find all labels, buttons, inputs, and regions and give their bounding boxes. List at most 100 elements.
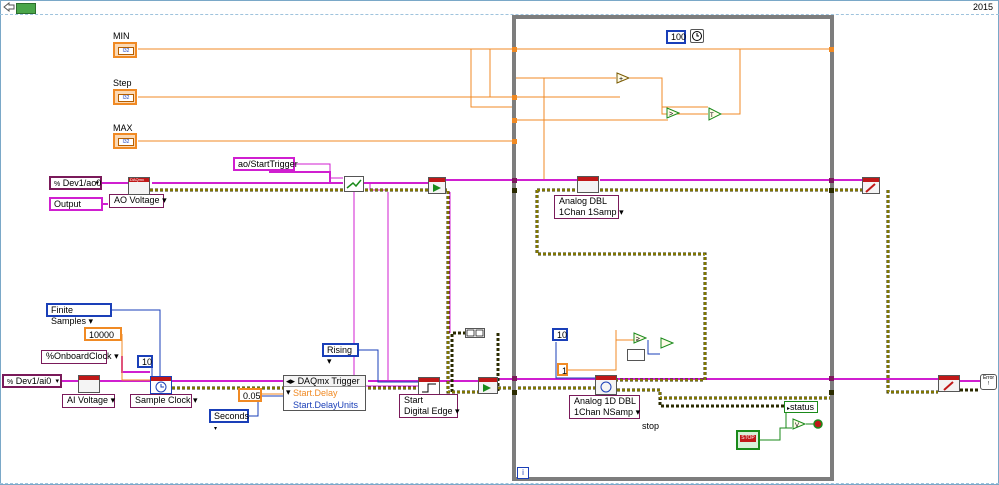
samples-count-constant[interactable]: 10000 — [84, 327, 122, 341]
loop-tunnel — [829, 178, 834, 183]
rising-constant[interactable]: Rising ▾ — [322, 343, 359, 366]
loop-tunnel — [829, 390, 834, 395]
ao-create-channel-node[interactable]: DAQmx — [128, 177, 150, 195]
start-digital-edge-node[interactable] — [418, 377, 440, 395]
loop-tunnel — [512, 376, 517, 381]
clock-icon — [155, 381, 167, 393]
tf-icon: ▸ — [787, 406, 791, 412]
dropdown-arrow-icon: ▾ — [55, 378, 59, 385]
loop-tunnel — [512, 95, 517, 100]
ai-start-task-node[interactable] — [478, 377, 498, 394]
while-loop[interactable] — [512, 15, 834, 481]
ao-channel-constant[interactable]: % Dev1/ao0▾ — [49, 176, 102, 190]
select-function-icon[interactable]: T — [708, 107, 723, 121]
ao-start-trigger-constant[interactable]: ao/StartTrigger — [233, 157, 298, 171]
version-label: 2015 — [972, 2, 993, 12]
svg-text:V: V — [795, 423, 799, 429]
output-constant[interactable]: Output — [49, 197, 103, 211]
dropdown-arrow-icon: ▾ — [95, 180, 99, 187]
or-function-icon[interactable] — [660, 337, 675, 349]
stop-label: stop — [642, 421, 660, 431]
loop-tunnel — [512, 47, 517, 52]
max-label: MAX — [113, 123, 133, 133]
finite-samples-constant[interactable]: Finite Samples ▾ — [46, 303, 112, 326]
step-control[interactable]: I32 — [113, 89, 137, 105]
ai-read-node[interactable] — [595, 375, 617, 395]
play-icon — [433, 184, 441, 192]
start-delay-property[interactable]: Start.Delay — [293, 388, 338, 398]
dropdown-arrow-icon: ▾ — [327, 356, 332, 366]
loop-tunnel — [512, 178, 517, 183]
timer-icon — [692, 31, 702, 41]
svg-text:>: > — [669, 111, 673, 118]
svg-text:+: + — [619, 76, 623, 83]
dropdown-arrow-icon: ▾ — [162, 195, 167, 205]
add-function-icon[interactable]: + — [616, 72, 631, 84]
error-handler-node[interactable]: Error! — [980, 374, 997, 390]
loop-tunnel — [512, 139, 517, 144]
dropdown-arrow-icon: ▾ — [214, 426, 218, 432]
export-signal-icon — [346, 179, 362, 189]
greater-than-function-icon[interactable]: > — [666, 107, 681, 119]
array-max-icon[interactable] — [627, 349, 645, 361]
status-indicator: ▸status — [784, 401, 818, 413]
start-delay-units-property[interactable]: Start.DelayUnits — [293, 400, 359, 410]
delay-constant[interactable]: 0.05 — [238, 388, 262, 402]
dropdown-arrow-icon: ▾ — [286, 387, 291, 397]
min-control[interactable]: I32 — [113, 42, 137, 58]
ao-clear-task-node[interactable] — [862, 177, 880, 194]
compare-function-icon[interactable]: ≥ — [633, 332, 648, 344]
run-arrow-icon[interactable] — [3, 1, 15, 13]
max-control[interactable]: I32 — [113, 133, 137, 149]
clear-icon — [943, 381, 954, 391]
dropdown-arrow-icon: ▾ — [114, 351, 119, 361]
ao-start-task-node[interactable] — [428, 177, 446, 194]
ao-voltage-selector[interactable]: AO Voltage ▾ — [109, 194, 167, 208]
play-icon — [483, 384, 491, 392]
loop-tunnel — [829, 188, 834, 193]
sequence-border — [0, 14, 999, 484]
stop-condition-terminal[interactable] — [813, 419, 823, 429]
seconds-constant[interactable]: Seconds ▾ — [209, 409, 249, 432]
clear-icon — [865, 183, 876, 193]
dropdown-arrow-icon: ▾ — [88, 316, 94, 326]
info-icon: ! — [987, 381, 990, 387]
merge-icon — [466, 329, 484, 337]
error-merge-node[interactable] — [465, 328, 485, 338]
read-icon — [600, 381, 612, 393]
dropdown-arrow-icon: ▾ — [455, 406, 460, 416]
rate-constant[interactable]: 10 — [137, 355, 153, 368]
loop-tunnel — [512, 188, 517, 193]
loop-iteration-terminal: i — [517, 467, 529, 479]
read-timeout-constant[interactable]: 1 — [557, 363, 568, 376]
sample-clock-selector[interactable]: Sample Clock ▾ — [130, 394, 198, 408]
export-signal-node[interactable] — [344, 176, 364, 192]
min-label: MIN — [113, 31, 130, 41]
loop-tunnel — [829, 376, 834, 381]
svg-text:T: T — [710, 113, 714, 119]
onboard-clock-selector[interactable]: %OnboardClock ▾ — [41, 350, 119, 364]
ai-create-channel-node[interactable] — [78, 375, 100, 393]
dropdown-arrow-icon: ▾ — [110, 395, 116, 405]
toolbar-bar-icon — [16, 3, 36, 14]
ao-write-node[interactable] — [577, 176, 599, 193]
ai-voltage-selector[interactable]: AI Voltage ▾ — [62, 394, 115, 408]
trigger-icon: ◂▸ — [286, 376, 296, 386]
wait-ms-node[interactable] — [690, 29, 704, 43]
sample-clock-node[interactable] — [150, 376, 172, 394]
ai-clear-task-node[interactable] — [938, 375, 960, 392]
wait-ms-constant[interactable]: 100 — [666, 30, 686, 44]
loop-tunnel — [829, 47, 834, 52]
or-stop-function-icon[interactable]: V — [792, 418, 807, 430]
step-label: Step — [113, 78, 132, 88]
daqmx-trigger-property-node[interactable]: ◂▸ DAQmx Trigger ▾ Start.Delay Start.Del… — [283, 375, 366, 411]
read-samples-constant[interactable]: 10 — [552, 328, 568, 341]
ai-channel-constant[interactable]: % Dev1/ai0▾ — [2, 374, 62, 388]
stop-button[interactable]: STOP — [736, 430, 760, 450]
svg-text:≥: ≥ — [636, 336, 640, 343]
